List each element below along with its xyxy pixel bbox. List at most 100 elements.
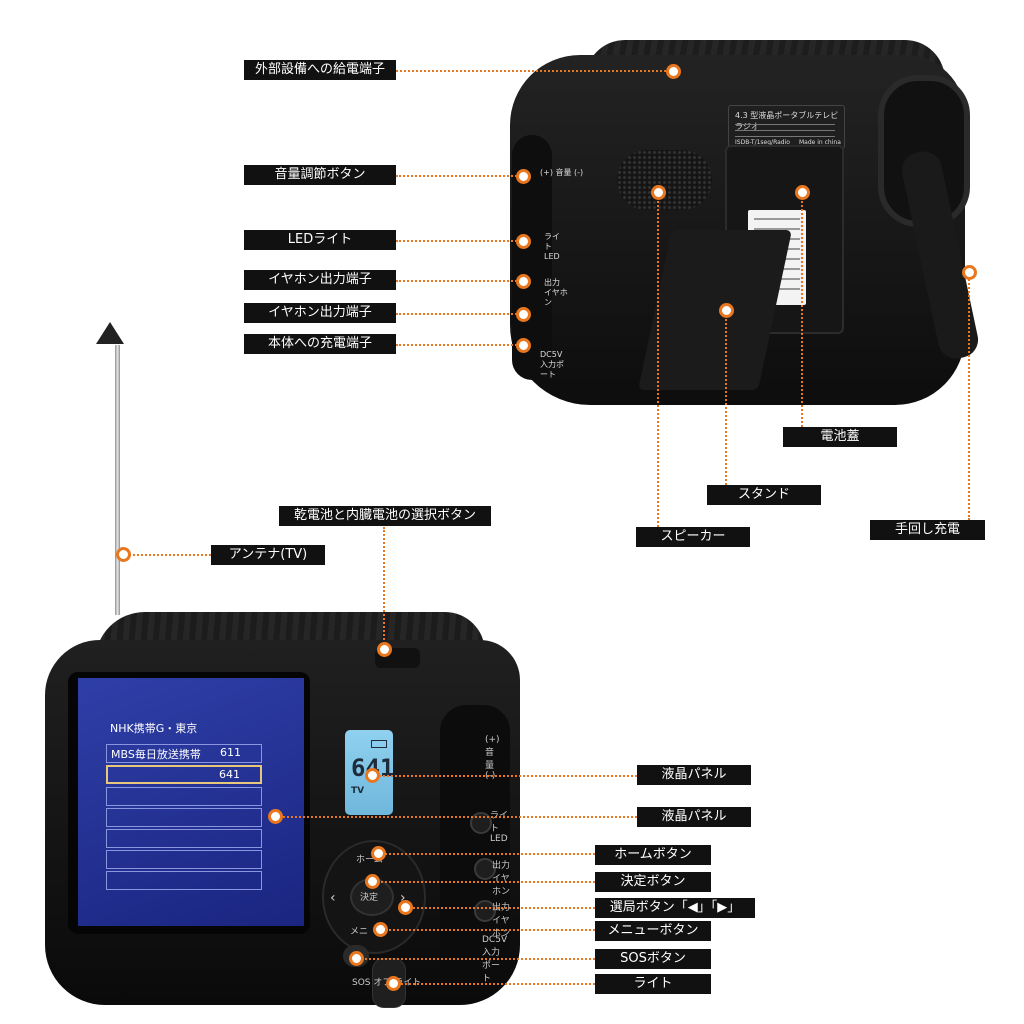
leader-line bbox=[396, 313, 520, 315]
label-enter-button: 決定ボタン bbox=[595, 872, 711, 892]
leader-line bbox=[396, 344, 520, 346]
leader-line bbox=[383, 527, 385, 647]
callout-dot bbox=[516, 338, 531, 353]
label-volume-button: 音量調節ボタン bbox=[244, 165, 396, 185]
callout-dot bbox=[516, 307, 531, 322]
leader-line bbox=[372, 881, 595, 883]
callout-dot bbox=[666, 64, 681, 79]
leader-line bbox=[657, 192, 659, 527]
leader-line bbox=[392, 983, 595, 985]
channel-row-empty[interactable] bbox=[106, 850, 262, 869]
callout-dot bbox=[365, 768, 380, 783]
warning-line bbox=[754, 228, 800, 230]
callout-dot bbox=[365, 874, 380, 889]
label-earphone-1: イヤホン出力端子 bbox=[244, 270, 396, 290]
front-out-text-2: 出力 イヤホン bbox=[492, 903, 511, 939]
battery-icon bbox=[371, 740, 387, 748]
leader-line bbox=[378, 853, 595, 855]
info-plate-footer: ISDB-T/1seg/Radio bbox=[735, 139, 790, 146]
info-plate: 4.3 型液晶ポータブルテレビラジオ ISDB-T/1seg/Radio Mad… bbox=[728, 105, 845, 149]
home-key[interactable]: ホーム bbox=[356, 855, 383, 865]
callout-dot bbox=[962, 265, 977, 280]
leader-line bbox=[125, 554, 211, 556]
info-line bbox=[735, 130, 835, 131]
channel-row-empty[interactable] bbox=[106, 787, 262, 806]
leader-line bbox=[725, 310, 727, 485]
channel-row-selected[interactable]: 641 bbox=[106, 765, 262, 784]
front-out-text-1: 出力 イヤホン bbox=[492, 861, 511, 897]
callout-dot bbox=[719, 303, 734, 318]
label-lcd-panel-1: 液晶パネル bbox=[637, 765, 751, 785]
menu-key[interactable]: メニ bbox=[350, 927, 369, 937]
front-dc-text: DC5V 入力ポート bbox=[482, 935, 508, 984]
leader-line bbox=[396, 280, 520, 282]
back-light-text: ライト LED bbox=[544, 232, 560, 261]
front-earphone-port-1[interactable] bbox=[474, 858, 496, 880]
callout-dot bbox=[516, 274, 531, 289]
leader-line bbox=[396, 240, 520, 242]
back-out-text: 出力 イヤホン bbox=[544, 278, 568, 307]
leader-line bbox=[968, 272, 970, 520]
channel-row[interactable]: MBS毎日放送携帯 611 bbox=[106, 744, 262, 763]
label-home-button: ホームボタン bbox=[595, 845, 711, 865]
back-dc-text: DC5V 入力ポート bbox=[540, 350, 564, 379]
lcd-mode: TV bbox=[351, 786, 365, 796]
label-battery-select: 乾電池と内臓電池の選択ボタン bbox=[279, 506, 491, 526]
speaker-grille bbox=[617, 150, 712, 210]
antenna[interactable] bbox=[115, 345, 120, 615]
channel-number: 641 bbox=[219, 768, 240, 781]
leader-line bbox=[405, 907, 595, 909]
front-earphone-port-2[interactable] bbox=[474, 900, 496, 922]
label-battery-cover: 電池蓋 bbox=[783, 427, 897, 447]
channel-name: MBS毎日放送携帯 bbox=[111, 748, 201, 761]
callout-dot bbox=[516, 234, 531, 249]
label-earphone-2: イヤホン出力端子 bbox=[244, 303, 396, 323]
leader-line bbox=[372, 775, 637, 777]
callout-dot bbox=[398, 900, 413, 915]
warning-line bbox=[754, 218, 800, 220]
label-led-light: LEDライト bbox=[244, 230, 396, 250]
label-light: ライト bbox=[595, 974, 711, 994]
callout-dot bbox=[386, 976, 401, 991]
label-charge-port: 本体への充電端子 bbox=[244, 334, 396, 354]
callout-dot bbox=[371, 846, 386, 861]
callout-dot bbox=[377, 642, 392, 657]
label-stand: スタンド bbox=[707, 485, 821, 505]
leader-line bbox=[396, 70, 670, 72]
callout-dot bbox=[116, 547, 131, 562]
leader-line bbox=[356, 958, 595, 960]
info-plate-made: Made in china bbox=[799, 139, 841, 146]
channel-number: 611 bbox=[220, 746, 241, 759]
leader-line bbox=[276, 816, 637, 818]
screen-header: NHK携帯G・東京 bbox=[110, 722, 198, 735]
tv-screen bbox=[78, 678, 304, 926]
callout-dot bbox=[516, 169, 531, 184]
info-line bbox=[735, 136, 835, 137]
left-arrow-icon[interactable]: ‹ bbox=[330, 890, 336, 906]
back-volume-text: (+) 音量 (-) bbox=[540, 168, 584, 177]
leader-line bbox=[801, 192, 803, 427]
right-arrow-icon[interactable]: › bbox=[400, 890, 406, 906]
channel-row-empty[interactable] bbox=[106, 808, 262, 827]
channel-row-empty[interactable] bbox=[106, 829, 262, 848]
label-sos-button: SOSボタン bbox=[595, 949, 711, 969]
label-menu-button: メニューボタン bbox=[595, 921, 711, 941]
front-side-panel bbox=[440, 705, 510, 990]
label-lcd-panel-2: 液晶パネル bbox=[637, 807, 751, 827]
callout-dot bbox=[349, 951, 364, 966]
callout-dot bbox=[795, 185, 810, 200]
leader-line bbox=[380, 929, 595, 931]
channel-row-empty[interactable] bbox=[106, 871, 262, 890]
callout-dot bbox=[651, 185, 666, 200]
info-line bbox=[735, 124, 835, 125]
label-antenna: アンテナ(TV) bbox=[211, 545, 325, 565]
label-speaker: スピーカー bbox=[636, 527, 750, 547]
label-hand-crank: 手回し充電 bbox=[870, 520, 985, 540]
label-channel-button: 選局ボタン「◀」「▶」 bbox=[595, 898, 755, 918]
label-external-power: 外部設備への給電端子 bbox=[244, 60, 396, 80]
antenna-tip bbox=[96, 322, 124, 344]
callout-dot bbox=[373, 922, 388, 937]
callout-dot bbox=[268, 809, 283, 824]
front-light-text: ライト LED bbox=[490, 811, 509, 844]
leader-line bbox=[396, 175, 520, 177]
